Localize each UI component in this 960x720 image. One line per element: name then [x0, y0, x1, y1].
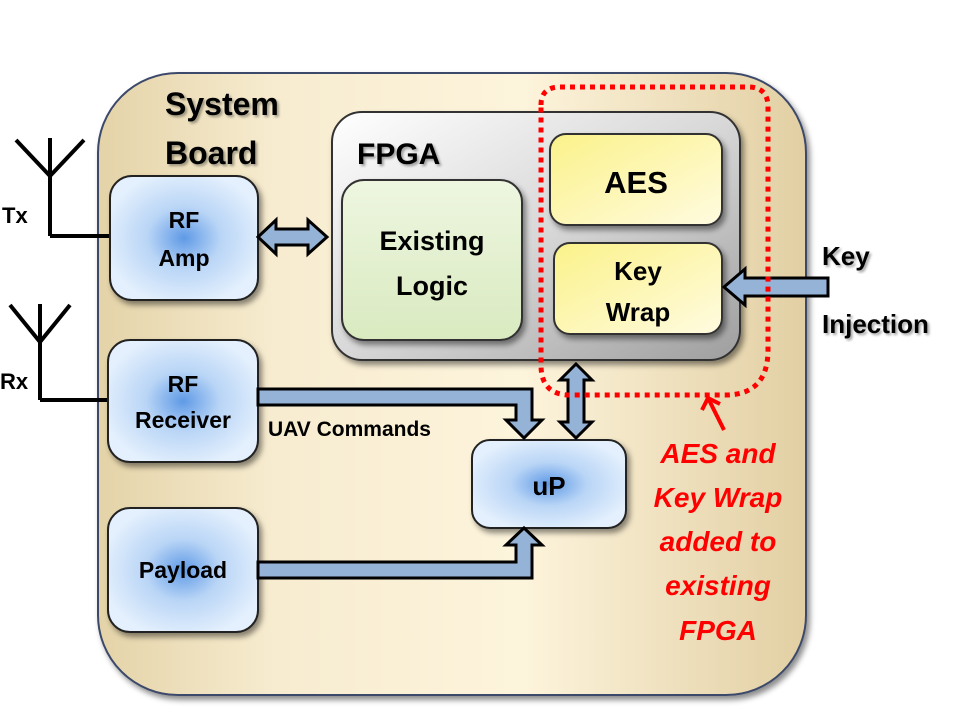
- annotation-line-1: AES and: [659, 438, 776, 469]
- existing-logic-line1: Existing: [379, 226, 484, 256]
- fpga-title: FPGA: [357, 138, 440, 171]
- board-title-line1: System: [165, 86, 279, 122]
- existing-logic-block: Existing Logic: [341, 179, 523, 341]
- annotation-text: AES and Key Wrap added to existing FPGA: [654, 438, 783, 646]
- key-wrap-line2: Wrap: [606, 297, 671, 327]
- tx-label: Tx: [2, 203, 28, 228]
- rf-amp-line1: RF: [169, 207, 200, 233]
- rf-receiver-line1: RF: [168, 371, 199, 397]
- annotation-pointer-icon: [700, 395, 726, 431]
- rf-amp-line2: Amp: [158, 245, 209, 271]
- key-wrap-block: Key Wrap: [553, 242, 723, 335]
- rf-amp-block: RF Amp: [109, 175, 259, 301]
- added-region-highlight: [538, 84, 771, 398]
- tx-antenna-icon: [14, 138, 110, 238]
- rx-label: Rx: [0, 369, 29, 394]
- up-label: uP: [532, 471, 565, 501]
- aes-label: AES: [604, 165, 668, 200]
- payload-label: Payload: [139, 557, 227, 583]
- rf-receiver-block: RF Receiver: [107, 339, 259, 463]
- key-injection-line1: Key: [822, 241, 870, 271]
- key-injection-line2: Injection: [822, 309, 929, 339]
- up-block: uP: [471, 439, 627, 529]
- rx-antenna-icon: [8, 303, 110, 402]
- uav-commands-arrow: [256, 387, 546, 441]
- rf-receiver-line2: Receiver: [135, 407, 231, 433]
- annotation-line-3: added to: [660, 526, 777, 557]
- key-injection-arrow: [721, 265, 830, 309]
- uav-commands-label: UAV Commands: [268, 418, 431, 441]
- annotation-line-5: FPGA: [679, 615, 757, 646]
- payload-block: Payload: [107, 507, 259, 633]
- payload-to-up-arrow: [256, 525, 546, 580]
- annotation-line-4: existing: [665, 570, 771, 601]
- key-wrap-line1: Key: [614, 256, 662, 286]
- board-title-line2: Board: [165, 135, 257, 171]
- aes-block: AES: [549, 133, 723, 226]
- rf-amp-fpga-arrow: [255, 216, 330, 258]
- fpga-block: FPGA Existing Logic AES Key Wrap: [331, 111, 741, 361]
- annotation-line-2: Key Wrap: [654, 482, 783, 513]
- existing-logic-line2: Logic: [396, 271, 468, 301]
- fpga-up-arrow: [556, 361, 596, 441]
